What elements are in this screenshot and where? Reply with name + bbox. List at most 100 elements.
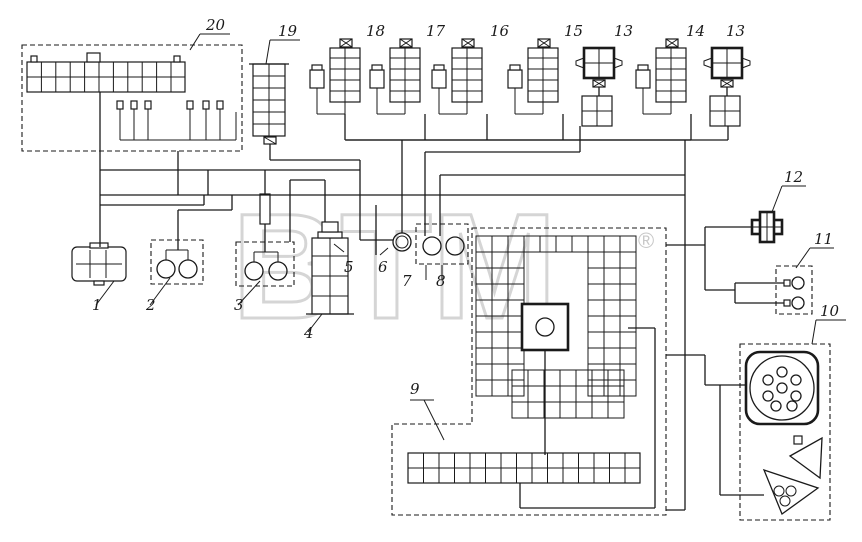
block-plug-mark: [339, 38, 353, 48]
component-1-unit: [71, 242, 127, 286]
callout-14: 14: [686, 22, 705, 40]
panel-pin: [186, 100, 194, 110]
small-connector-cap: [637, 64, 649, 71]
small-connector: [507, 69, 523, 89]
block-plug-mark: [461, 38, 475, 48]
module-cell: [559, 369, 577, 387]
module-cell: [587, 331, 605, 349]
module-cell: [543, 401, 561, 419]
component-10-connector-group: [739, 343, 831, 521]
module-cell: [619, 283, 637, 301]
component-9-main-module: [391, 227, 667, 516]
module-cell: [475, 347, 493, 365]
module-cell: [619, 347, 637, 365]
module-cell: [527, 385, 545, 403]
module-cell: [603, 235, 621, 253]
module-cell: [619, 331, 637, 349]
module-cell: [491, 347, 509, 365]
module-cell: [607, 401, 625, 419]
component-20-fuse-panel: [21, 44, 243, 152]
component-7-8-lamp-pair: [415, 223, 469, 265]
module-cell: [575, 385, 593, 403]
callout-5: 5: [344, 258, 354, 276]
callout-8: 8: [436, 272, 446, 290]
module-cell: [587, 363, 605, 381]
module-cell: [619, 363, 637, 381]
component-19-module: [249, 63, 289, 145]
callout-7: 7: [402, 272, 412, 290]
callout-9: 9: [410, 380, 420, 398]
callout-12: 12: [784, 168, 803, 186]
module-cell: [587, 283, 605, 301]
module-cell: [491, 379, 509, 397]
callout-10: 10: [820, 302, 840, 320]
module-cell: [619, 315, 637, 333]
component-13-sensor-right: [703, 46, 751, 127]
module-cell: [575, 369, 593, 387]
component-13-sensor-left: [575, 46, 623, 127]
small-connector-cap: [433, 64, 445, 71]
callout-19: 19: [278, 22, 298, 40]
callout-labels: 1 2 3 4 5 6 7 8 9 10 11 12 13 13 14 15 1…: [92, 16, 840, 398]
module-cell: [619, 379, 637, 397]
registered-mark: ®: [638, 228, 654, 253]
callout-13b: 13: [726, 22, 745, 40]
module-cell: [603, 331, 621, 349]
module-cell: [603, 363, 621, 381]
panel-pin: [130, 100, 138, 110]
module-cell: [591, 369, 609, 387]
module-cell: [587, 235, 605, 253]
module-cell: [587, 315, 605, 333]
module-cell: [559, 401, 577, 419]
panel-pin: [216, 100, 224, 110]
panel-pin: [202, 100, 210, 110]
module-cell: [587, 267, 605, 285]
module-cell: [575, 401, 593, 419]
module-cell: [507, 379, 525, 397]
module-cell: [587, 379, 605, 397]
module-cell: [619, 299, 637, 317]
module-cell: [591, 385, 609, 403]
callout-3: 3: [234, 296, 244, 314]
callout-17: 17: [426, 22, 446, 40]
watermark: BTM ®: [231, 181, 655, 352]
small-connector-cap: [509, 64, 521, 71]
callout-16: 16: [490, 22, 510, 40]
small-connector: [635, 69, 651, 89]
module-cell: [591, 401, 609, 419]
module-cell: [543, 385, 561, 403]
component-12-cross-connector: [750, 210, 784, 244]
component-2-lamp-pair: [150, 239, 204, 285]
small-connector-cap: [311, 64, 323, 71]
module-cell: [587, 299, 605, 317]
module-cell: [603, 379, 621, 397]
callout-18: 18: [366, 22, 385, 40]
module-cell: [511, 385, 529, 403]
module-cell: [619, 235, 637, 253]
module-cell: [511, 401, 529, 419]
small-connector: [431, 69, 447, 89]
callout-20: 20: [205, 16, 226, 34]
callout-15: 15: [564, 22, 583, 40]
component-11-lamp-pair: [775, 265, 813, 315]
callout-6: 6: [378, 258, 388, 276]
small-connector: [369, 69, 385, 89]
module-cell: [587, 347, 605, 365]
module-cell: [619, 267, 637, 285]
module-cell: [527, 401, 545, 419]
module-cell: [607, 369, 625, 387]
module-cell: [571, 235, 589, 253]
harness-wires: [99, 92, 784, 511]
callout-13a: 13: [614, 22, 633, 40]
module-cell: [475, 363, 493, 381]
module-cell: [491, 363, 509, 381]
callout-leaders: [95, 33, 846, 441]
module-cell: [607, 385, 625, 403]
panel-pin: [144, 100, 152, 110]
module-cell: [511, 369, 529, 387]
small-connector-cap: [371, 64, 383, 71]
block-plug-mark: [665, 38, 679, 48]
module-cell: [559, 385, 577, 403]
module-cell: [507, 363, 525, 381]
